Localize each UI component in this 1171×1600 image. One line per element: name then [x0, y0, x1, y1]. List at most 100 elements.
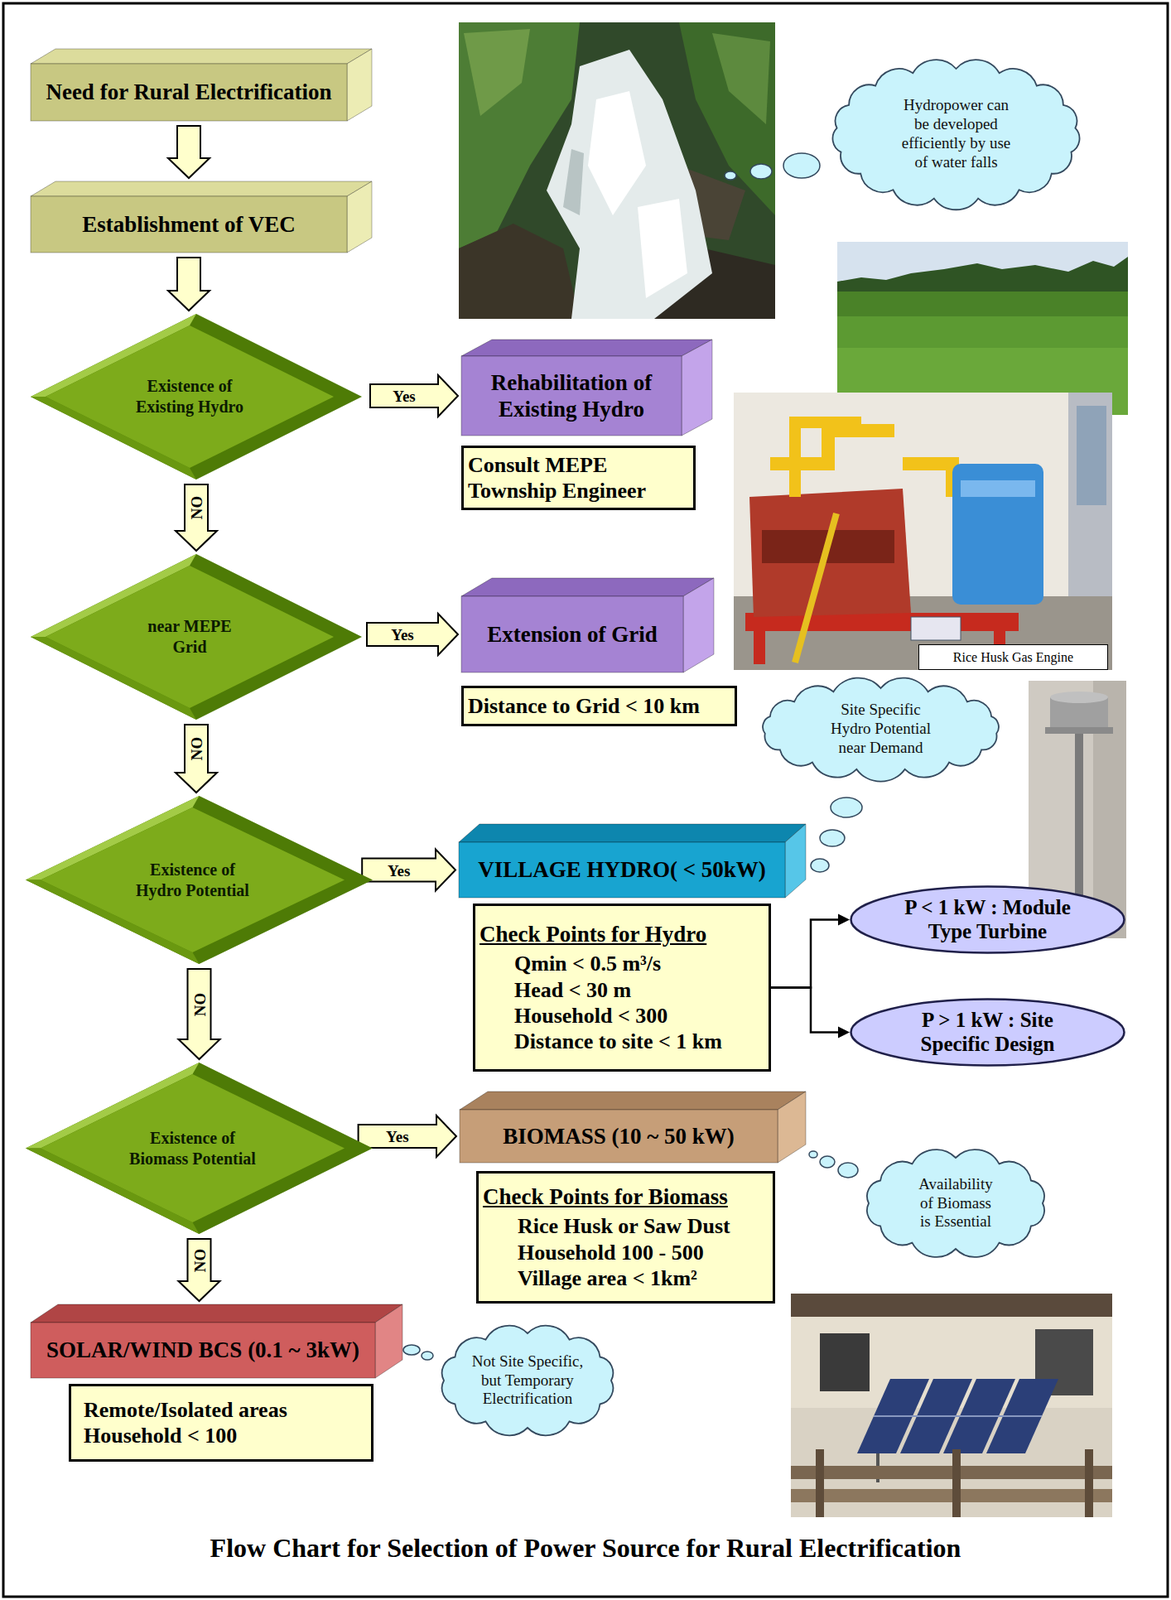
thought-cloud: Site Specific Hydro Potential near Deman… [756, 680, 1005, 778]
cloud-outline [867, 1149, 1045, 1258]
box-top-face [461, 339, 713, 357]
box-side-face [346, 48, 372, 121]
thought-cloud: Hydropower can be developed efficiently … [828, 61, 1084, 208]
text-area: Site Specific Hydro Potential near Deman… [756, 680, 1005, 778]
thought-bubble [809, 1151, 818, 1158]
rock [458, 223, 580, 319]
thought-bubble [724, 171, 737, 180]
water-streak [587, 91, 646, 216]
checklist-box: Check Points for HydroQmin < 0.5 m³/sHea… [472, 903, 772, 1072]
generator [952, 463, 1044, 605]
box-text: VILLAGE HYDRO( < 50kW) [477, 856, 767, 883]
block-arrow [178, 968, 221, 1060]
text-area: BIOMASS (10 ~ 50 kW) [459, 1109, 778, 1163]
box-outline [70, 1385, 373, 1461]
edge-label: NO [188, 496, 205, 521]
text-area: Availability of Biomass is Essential [861, 1150, 1051, 1257]
process-box: Need for Rural Electrification [30, 48, 372, 121]
cloud-text: Not Site Specific, but Temporary Electri… [467, 1352, 588, 1409]
text-area: Hydropower can be developed efficiently … [828, 61, 1084, 208]
note-box: Distance to Grid < 10 km [461, 685, 738, 727]
box-side-face [375, 1304, 403, 1379]
diamond-face [40, 807, 345, 953]
box-text: BIOMASS (10 ~ 50 kW) [502, 1122, 735, 1150]
box-text: Establishment of VEC [81, 211, 296, 238]
cloud-text: Availability of Biomass is Essential [915, 1175, 997, 1232]
fence-rail [790, 1489, 1113, 1503]
fence-post [815, 1449, 825, 1518]
edge-label: NO [191, 992, 208, 1017]
box-front-face [30, 196, 347, 253]
option-ellipse: P < 1 kW : Module Type Turbine [849, 885, 1126, 955]
box-front-face [30, 1322, 376, 1379]
diamond-outer [25, 795, 373, 964]
box-front-face [458, 842, 786, 898]
edge-label: Yes [385, 1128, 409, 1145]
gas-pipe [795, 422, 862, 497]
diamond-face [45, 565, 334, 709]
text-area: Existence of Hydro Potential [25, 795, 373, 964]
diamond-outer [30, 554, 362, 720]
ellipse-outline [851, 886, 1125, 954]
thought-bubble [750, 163, 772, 179]
decision-text: near MEPE Grid [139, 616, 240, 658]
text-area: Remote/Isolated areasHousehold < 100 [68, 1383, 374, 1462]
gas-pipe [902, 463, 953, 497]
checklist-item: Qmin < 0.5 m³/s [479, 950, 661, 977]
thought-bubble [403, 1344, 420, 1355]
node-shape [25, 1062, 373, 1234]
page-frame [3, 3, 1168, 1597]
box-front-face [459, 1109, 778, 1163]
node-shape [30, 554, 362, 720]
block-arrow [175, 484, 217, 551]
fence-rail [790, 1465, 1113, 1480]
thought-bubble [421, 1351, 434, 1360]
box-text: Need for Rural Electrification [45, 78, 332, 106]
thought-cloud: Not Site Specific, but Temporary Electri… [436, 1325, 619, 1436]
box-side-face [777, 1091, 806, 1163]
cloud-text: Hydropower can be developed efficiently … [898, 96, 1015, 172]
box-outline [462, 687, 737, 726]
diamond-face [40, 1074, 345, 1223]
text-area: Existence of Existing Hydro [30, 313, 362, 480]
roof [790, 1293, 1113, 1317]
note-text: Remote/Isolated areas [83, 1397, 288, 1423]
checklist-item: Distance to site < 1 km [479, 1028, 723, 1055]
edge-label: Yes [390, 626, 414, 643]
edge-label: NO [188, 737, 205, 762]
window [819, 1333, 870, 1392]
box-top-face [30, 1304, 403, 1323]
diamond-face [45, 325, 334, 468]
note-text: Distance to Grid < 10 km [467, 693, 700, 719]
block-arrow [361, 849, 456, 892]
connector-line [771, 987, 850, 1039]
rice-field-far [837, 291, 1128, 317]
generator-band [960, 480, 1036, 497]
falling-water [546, 49, 713, 319]
box-outline [462, 447, 695, 510]
water-streak [637, 198, 688, 299]
thought-bubble [783, 153, 820, 179]
edge-label: Yes [387, 862, 410, 878]
option-text: P > 1 kW : Site Specific Design [892, 1008, 1084, 1057]
text-area: near MEPE Grid [30, 554, 362, 720]
cloud-outline [832, 59, 1080, 210]
block-arrow [358, 1115, 457, 1157]
foliage [463, 28, 531, 116]
decision-text: Existence of Biomass Potential [126, 1127, 260, 1170]
decision-text: Existence of Hydro Potential [130, 859, 256, 902]
block-arrow [175, 724, 217, 793]
box-text: Extension of Grid [486, 621, 658, 648]
decision-diamond: Existence of Existing Hydro [30, 313, 362, 480]
option-text: P < 1 kW : Module Type Turbine [892, 896, 1084, 945]
tree-line [837, 256, 1128, 292]
connector-line [771, 914, 850, 988]
thought-bubble [819, 829, 845, 847]
engine-leg [753, 631, 766, 665]
solar-photo [790, 1293, 1113, 1518]
engine-photo [733, 392, 1113, 670]
checklist-box: Check Points for BiomassRice Husk or Saw… [476, 1171, 776, 1304]
text-area: Distance to Grid < 10 km [461, 685, 738, 727]
note-box: Remote/Isolated areasHousehold < 100 [68, 1383, 374, 1462]
